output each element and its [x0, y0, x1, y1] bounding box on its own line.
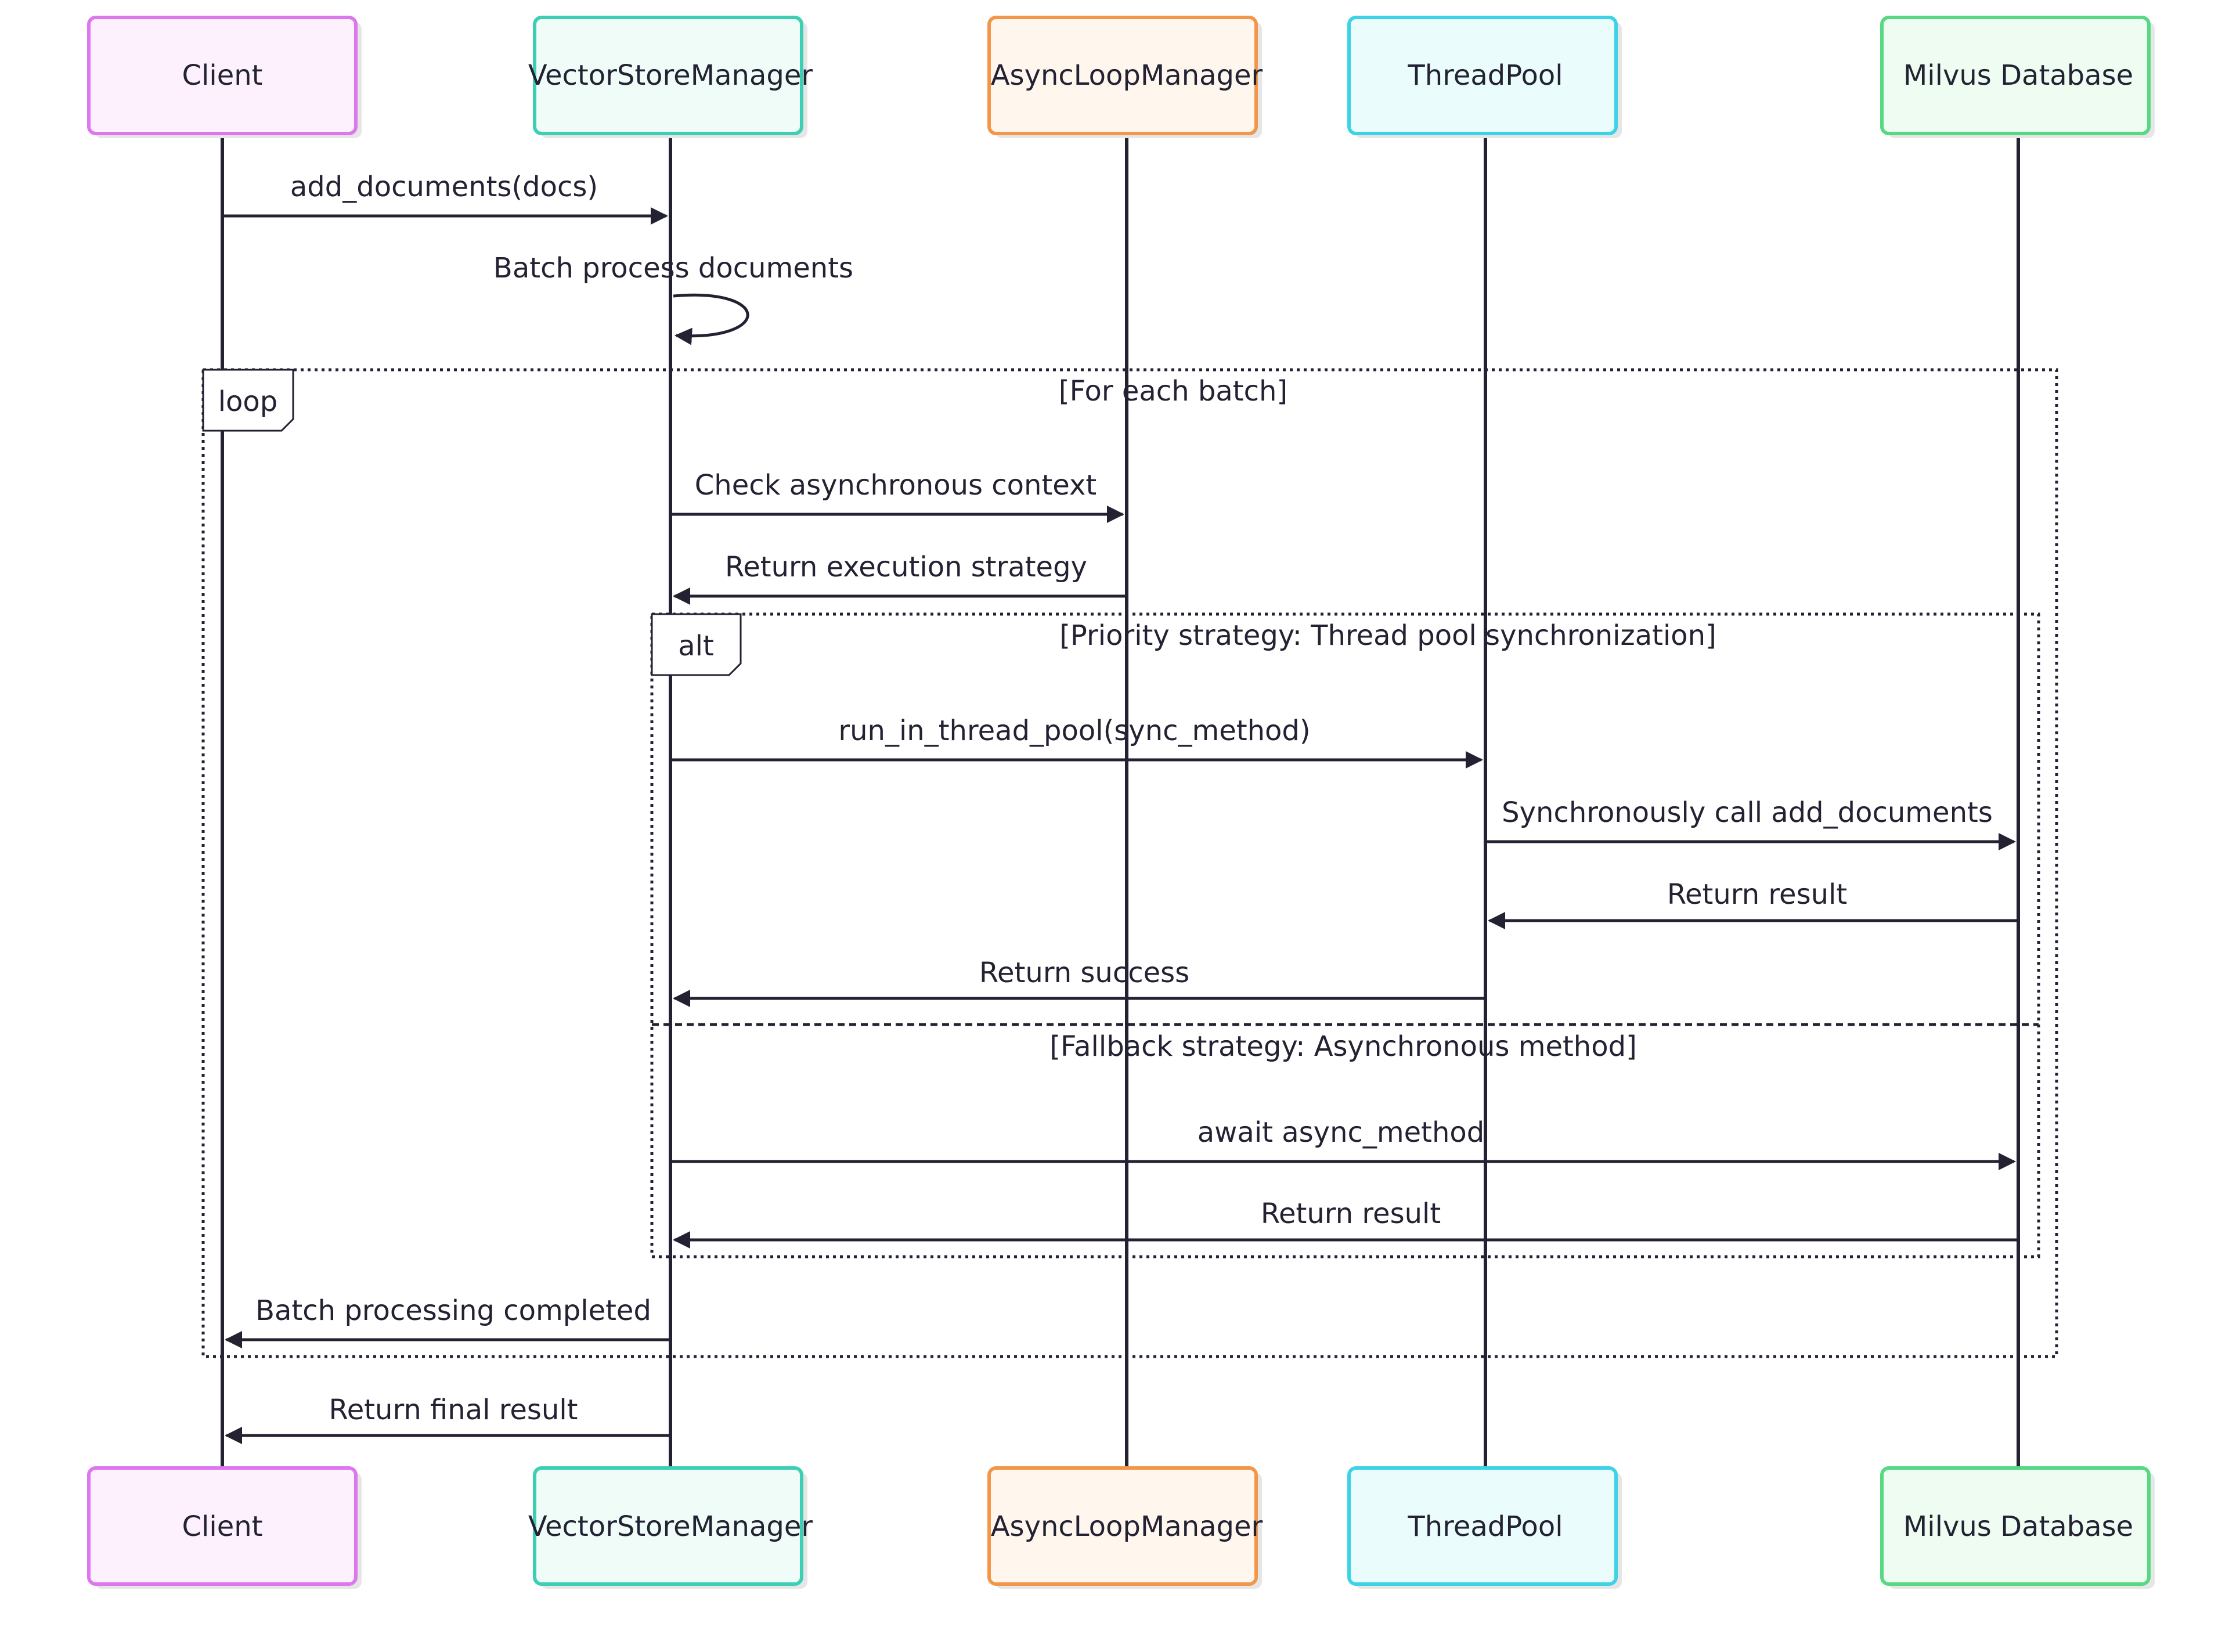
message-label: Return final result	[329, 1394, 578, 1426]
actor-label: ThreadPool	[1407, 1510, 1563, 1543]
message-return-result-to-thread-pool: Return result	[1488, 878, 2018, 929]
message-label: Return execution strategy	[725, 551, 1087, 583]
actor-vector-store-manager-top: VectorStoreManager	[528, 16, 813, 138]
actor-vector-store-manager-bottom: VectorStoreManager	[528, 1466, 813, 1589]
actor-label: Milvus Database	[1903, 59, 2133, 92]
actor-milvus-database-top: Milvus Database	[1880, 16, 2155, 138]
actor-label: AsyncLoopManager	[991, 1510, 1263, 1543]
message-label: Batch process documents	[493, 252, 853, 284]
alt-frame-tag: alt	[678, 630, 714, 662]
messages: add_documents(docs) Batch process docume…	[222, 171, 2018, 1444]
actor-label: ThreadPool	[1407, 59, 1563, 92]
message-batch-process-self: Batch process documents	[493, 252, 853, 345]
message-return-result-to-manager: Return result	[673, 1197, 2018, 1249]
message-label: Return success	[979, 957, 1189, 989]
message-self-loop-arrow	[673, 293, 749, 345]
actors-bottom: Client VectorStoreManager AsyncLoopManag…	[87, 1466, 2155, 1589]
loop-frame-condition: [For each batch]	[1059, 375, 1287, 407]
message-return-final-result: Return final result	[225, 1394, 670, 1444]
actor-client-top: Client	[87, 16, 362, 138]
message-add-documents: add_documents(docs)	[222, 171, 668, 225]
actor-box	[1347, 16, 1618, 135]
alt-frame-border	[650, 612, 2040, 1258]
actor-box	[1880, 16, 2151, 135]
actors-top: Client VectorStoreManager AsyncLoopManag…	[87, 16, 2155, 138]
actor-label: AsyncLoopManager	[991, 59, 1263, 92]
message-sync-call: Synchronously call add_documents	[1485, 796, 2016, 850]
message-label: run_in_thread_pool(sync_method)	[838, 715, 1310, 747]
message-return-success: Return success	[673, 957, 1485, 1007]
actor-box	[1347, 1466, 1618, 1586]
actor-async-loop-manager-bottom: AsyncLoopManager	[987, 1466, 1263, 1589]
lifelines	[221, 135, 2020, 1469]
actor-box	[87, 1466, 358, 1586]
actor-label: VectorStoreManager	[528, 59, 813, 92]
message-label: Batch processing completed	[255, 1294, 651, 1327]
message-label: Return result	[1261, 1197, 1441, 1230]
alt-frame-tag-box	[651, 613, 742, 676]
actor-thread-pool-bottom: ThreadPool	[1347, 1466, 1622, 1589]
message-label: Return result	[1667, 878, 1847, 911]
alt-frame: alt [Priority strategy: Thread pool sync…	[650, 612, 2040, 1258]
actor-async-loop-manager-top: AsyncLoopManager	[987, 16, 1263, 138]
actor-label: Milvus Database	[1903, 1510, 2133, 1543]
alt-frame-else-condition: [Fallback strategy: Asynchronous method]	[1049, 1030, 1637, 1063]
loop-frame-tag: loop	[218, 385, 278, 418]
actor-milvus-database-bottom: Milvus Database	[1880, 1466, 2155, 1589]
message-check-async-context: Check asynchronous context	[670, 469, 1124, 523]
actor-box	[533, 16, 803, 135]
alt-frame-condition: [Priority strategy: Thread pool synchron…	[1059, 619, 1716, 652]
actor-label: Client	[182, 1510, 263, 1543]
actor-box	[987, 1466, 1258, 1586]
loop-frame-tag-box	[202, 369, 294, 432]
message-await-async-method: await async_method	[670, 1116, 2016, 1170]
actor-box	[1880, 1466, 2151, 1586]
actor-label: Client	[182, 59, 263, 92]
actor-box	[987, 16, 1258, 135]
actor-label: VectorStoreManager	[528, 1510, 813, 1543]
message-run-in-thread-pool: run_in_thread_pool(sync_method)	[670, 715, 1483, 769]
message-batch-completed: Batch processing completed	[225, 1294, 670, 1348]
message-return-strategy: Return execution strategy	[673, 551, 1127, 605]
message-label: Synchronously call add_documents	[1502, 796, 1993, 829]
loop-frame: loop [For each batch]	[201, 368, 2058, 1358]
loop-frame-border	[201, 368, 2058, 1358]
actor-thread-pool-top: ThreadPool	[1347, 16, 1622, 138]
message-label: add_documents(docs)	[290, 171, 598, 203]
actor-box	[533, 1466, 803, 1586]
message-label: await async_method	[1198, 1116, 1485, 1149]
message-label: Check asynchronous context	[695, 469, 1097, 502]
actor-client-bottom: Client	[87, 1466, 362, 1589]
actor-box	[87, 16, 358, 135]
